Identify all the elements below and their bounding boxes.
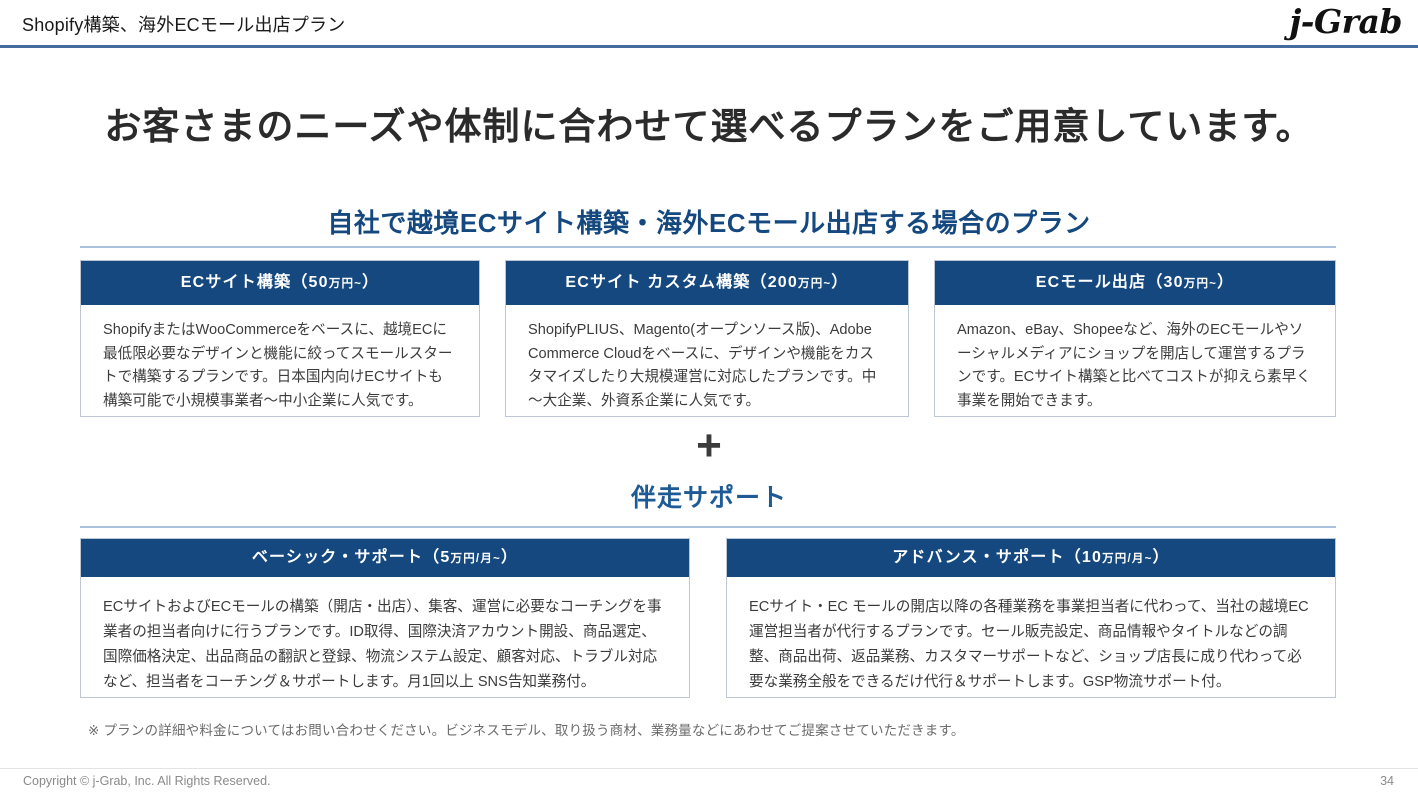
jgrab-logo: j-Grab (1289, 2, 1402, 41)
support-card-title-unit: 万円/月~ (1102, 553, 1153, 565)
support-card-header: アドバンス・サポート（10万円/月~） (727, 539, 1335, 577)
plus-icon: + (696, 421, 722, 470)
footer-copyright: Copyright © j-Grab, Inc. All Rights Rese… (23, 774, 271, 788)
plan-card-header: ECモール出店（30万円~） (935, 261, 1335, 305)
plan-card-title-unit: 万円~ (328, 278, 363, 290)
footnote: ※ プランの詳細や料金についてはお問い合わせください。ビジネスモデル、取り扱う商… (88, 723, 965, 738)
plan-card-title-tail: ） (362, 274, 380, 291)
plan-card-title-unit: 万円~ (1183, 278, 1218, 290)
plan-card-title-tail: ） (831, 274, 849, 291)
plan-card-title-tail: ） (1217, 274, 1235, 291)
plan-card-body: Amazon、eBay、Shopeeなど、海外のECモールやソーシャルメディアに… (957, 322, 1311, 409)
plan-card-ec-site: ECサイト構築（50万円~） ShopifyまたはWooCommerceをベース… (80, 260, 480, 417)
plan-card-title-main: ECサイト カスタム構築（200 (565, 274, 798, 291)
support-card-body: ECサイトおよびECモールの構築（開店・出店）、集客、運営に必要なコーチングを事… (103, 599, 662, 691)
support-card-title-tail: ） (500, 549, 519, 566)
footer-divider-rule (0, 768, 1418, 769)
main-title: お客さまのニーズや体制に合わせて選べるプランをご用意しています。 (104, 106, 1314, 147)
plan-card-ec-mall: ECモール出店（30万円~） Amazon、eBay、Shopeeなど、海外のE… (934, 260, 1336, 417)
page-title: Shopify構築、海外ECモール出店プラン (22, 15, 346, 35)
support-card-basic: ベーシック・サポート（5万円/月~） ECサイトおよびECモールの構築（開店・出… (80, 538, 690, 698)
plan-card-title-main: ECモール出店（30 (1035, 274, 1184, 291)
header-divider-rule (0, 45, 1418, 48)
plan-card-ec-custom: ECサイト カスタム構築（200万円~） ShopifyPLIUS、Magent… (505, 260, 909, 417)
plan-card-body: ShopifyまたはWooCommerceをベースに、越境ECに最低限必要なデザ… (103, 322, 453, 409)
section-heading: 自社で越境ECサイト構築・海外ECモール出店する場合のプラン (327, 208, 1091, 238)
plan-card-title-main: ECサイト構築（50 (180, 274, 329, 291)
plan-card-title-unit: 万円~ (798, 278, 832, 290)
plan-card-header: ECサイト構築（50万円~） (81, 261, 479, 305)
footer-page-number: 34 (1380, 774, 1394, 788)
divider-above-support-cards (80, 526, 1336, 528)
plan-card-header: ECサイト カスタム構築（200万円~） (506, 261, 908, 305)
support-card-advance: アドバンス・サポート（10万円/月~） ECサイト・EC モールの開店以降の各種… (726, 538, 1336, 698)
support-card-header: ベーシック・サポート（5万円/月~） (81, 539, 689, 577)
support-card-title-unit: 万円/月~ (450, 553, 501, 565)
support-card-title-main: ベーシック・サポート（5 (251, 549, 451, 566)
support-card-title-main: アドバンス・サポート（10 (892, 549, 1103, 566)
support-card-title-tail: ） (1152, 549, 1170, 566)
divider-above-plan-cards (80, 246, 1336, 248)
support-card-body: ECサイト・EC モールの開店以降の各種業務を事業担当者に代わって、当社の越境E… (749, 599, 1309, 691)
slide-header: Shopify構築、海外ECモール出店プラン j-Grab (0, 0, 1418, 47)
support-section-label: 伴走サポート (630, 484, 787, 512)
plan-card-body: ShopifyPLIUS、Magento(オープンソース版)、Adobe Com… (528, 322, 877, 409)
